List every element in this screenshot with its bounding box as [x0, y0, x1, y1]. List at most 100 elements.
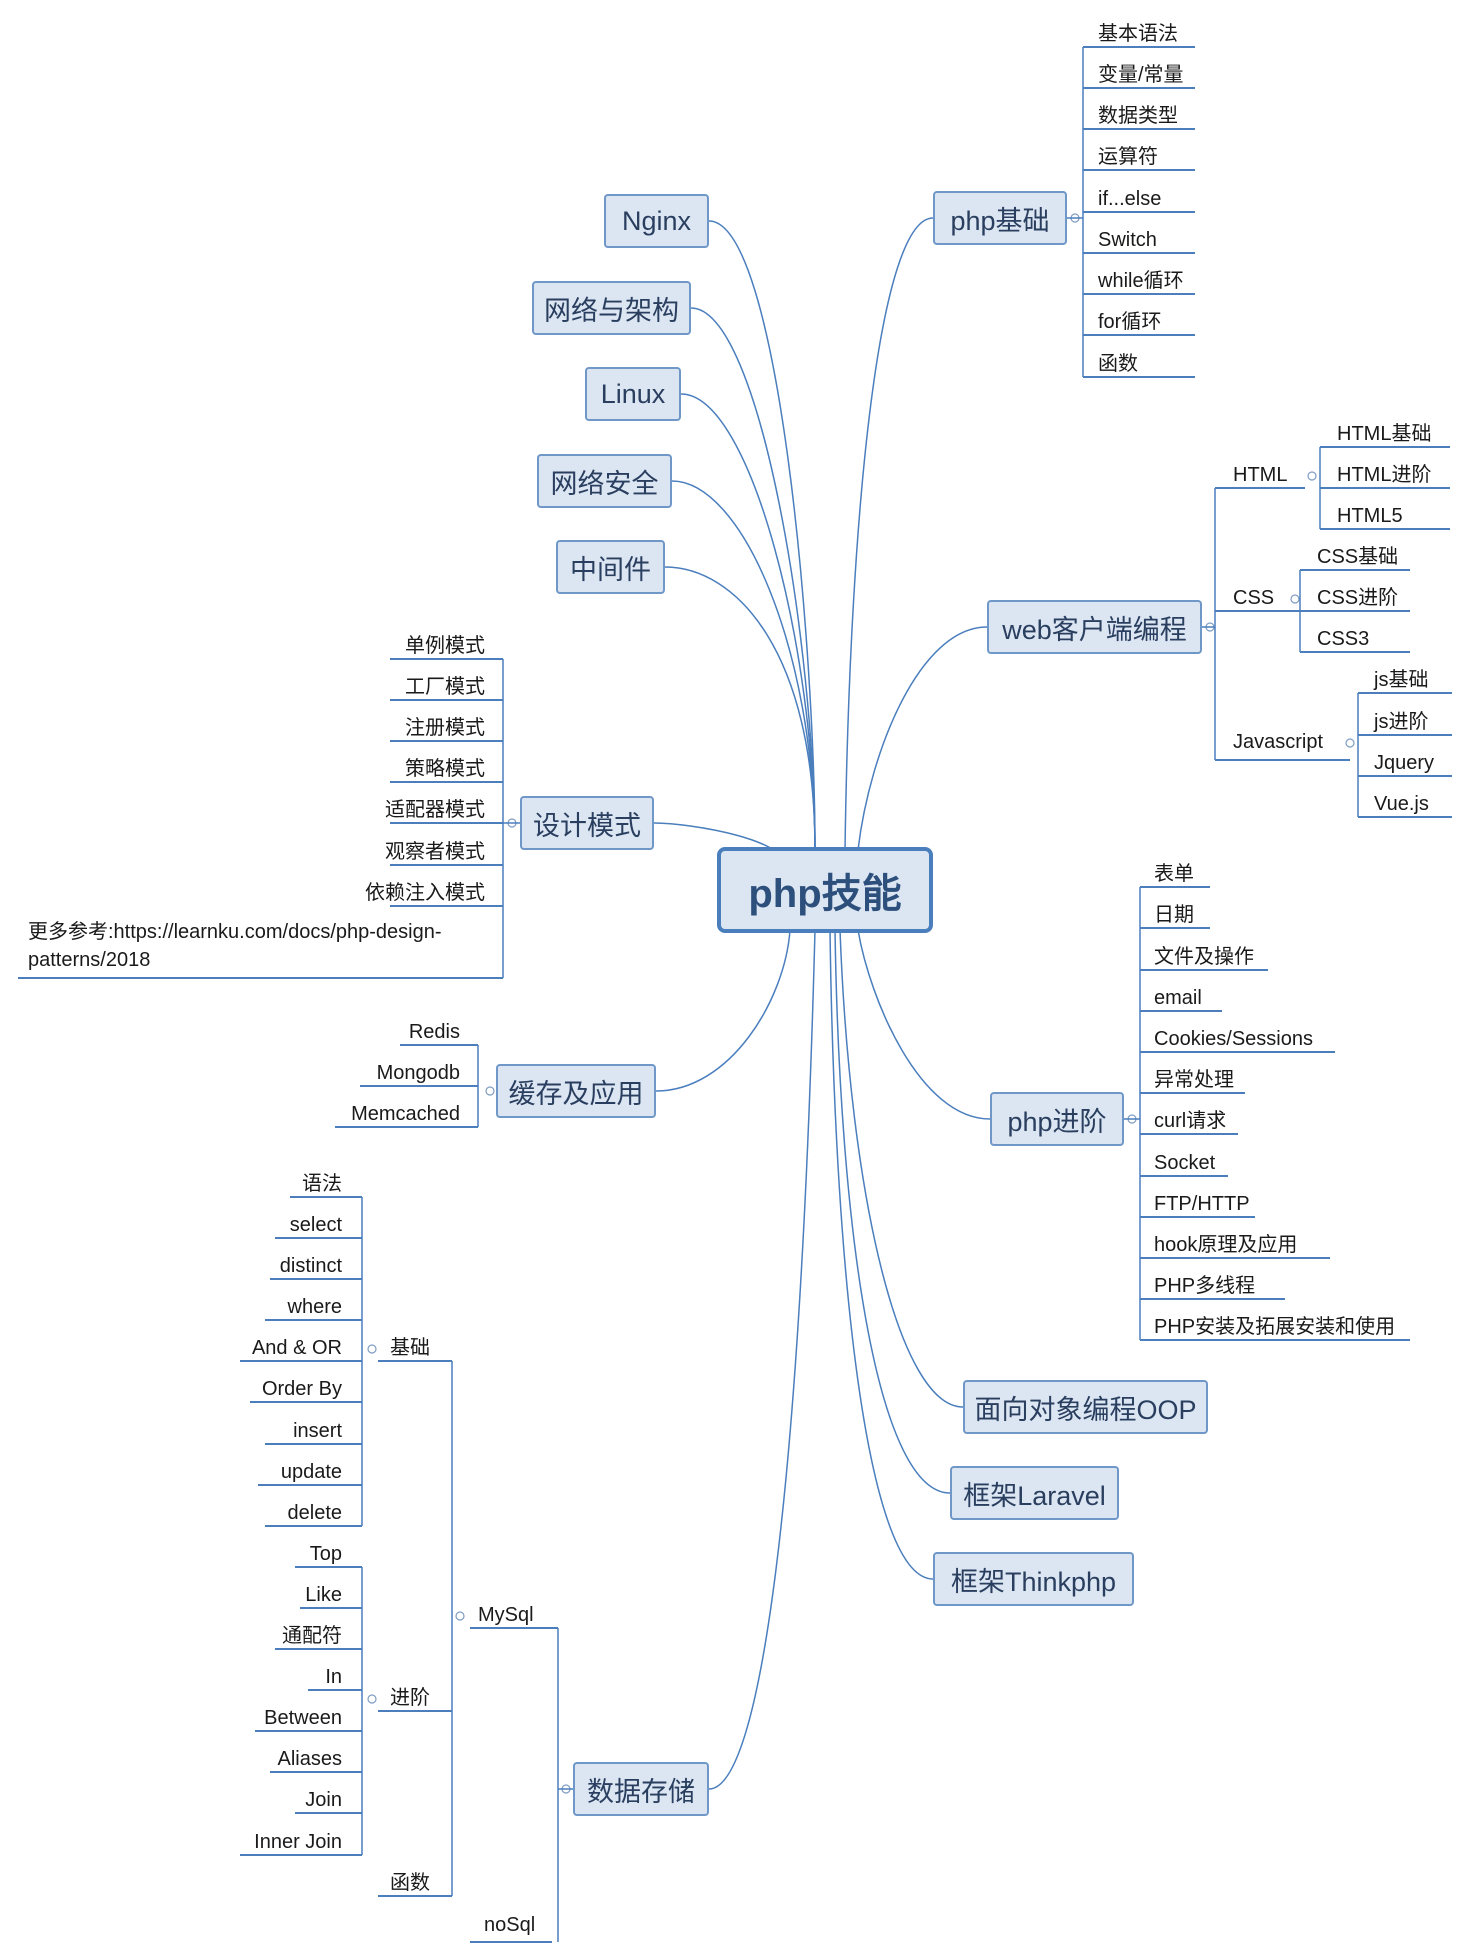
collapse-knob: [1307, 471, 1317, 481]
topic-php-advanced[interactable]: php进阶: [990, 1092, 1124, 1146]
list-item[interactable]: CSS进阶: [1317, 587, 1399, 609]
list-item[interactable]: Socket: [1154, 1152, 1216, 1174]
collapse-knob: [367, 1694, 377, 1704]
list-item[interactable]: email: [1154, 987, 1202, 1009]
list-item[interactable]: CSS基础: [1317, 546, 1399, 568]
list-item[interactable]: 基本语法: [1098, 23, 1178, 45]
list-item[interactable]: select: [289, 1214, 342, 1236]
list-item[interactable]: Mongodb: [376, 1062, 460, 1084]
list-item[interactable]: 适配器模式: [385, 799, 485, 821]
list-item[interactable]: Order By: [261, 1378, 342, 1400]
list-item[interactable]: Jquery: [1374, 752, 1435, 774]
topic-thinkphp[interactable]: 框架Thinkphp: [933, 1552, 1134, 1606]
list-item[interactable]: 日期: [1154, 904, 1194, 926]
connector-curve: [664, 566, 816, 851]
list-item[interactable]: CSS3: [1317, 628, 1370, 650]
collapse-knob: [367, 1344, 377, 1354]
connector-curve: [857, 626, 988, 851]
list-item[interactable]: while循环: [1098, 270, 1184, 292]
branch-mysql[interactable]: MySql: [478, 1604, 534, 1626]
list-item[interactable]: In: [325, 1666, 342, 1688]
list-item[interactable]: for循环: [1098, 311, 1162, 333]
list-item[interactable]: Like: [305, 1584, 342, 1606]
list-item[interactable]: 依赖注入模式: [365, 882, 485, 904]
topic-web-client[interactable]: web客户端编程: [987, 600, 1202, 654]
list-item[interactable]: 工厂模式: [405, 676, 485, 698]
list-item[interactable]: delete: [287, 1502, 343, 1524]
connector-curve: [839, 929, 964, 1408]
topic-cache[interactable]: 缓存及应用: [496, 1064, 656, 1118]
branch-mysql-advanced[interactable]: 进阶: [390, 1687, 430, 1709]
topic-php-basics[interactable]: php基础: [933, 191, 1067, 245]
list-item[interactable]: where: [287, 1296, 342, 1318]
list-item[interactable]: And & OR: [251, 1337, 342, 1359]
list-item[interactable]: curl请求: [1154, 1110, 1227, 1132]
list-item[interactable]: HTML基础: [1337, 423, 1432, 445]
topic-network-security[interactable]: 网络安全: [537, 454, 672, 508]
list-item[interactable]: 函数: [1098, 353, 1138, 375]
topic-linux[interactable]: Linux: [585, 367, 681, 421]
branch-mysql-functions[interactable]: 函数: [390, 1872, 430, 1894]
root-topic[interactable]: php技能: [717, 847, 933, 933]
collapse-knob: [1070, 213, 1080, 223]
branch-html[interactable]: HTML: [1233, 464, 1288, 486]
connector-curve: [844, 217, 934, 851]
list-item[interactable]: 注册模式: [405, 717, 485, 739]
topic-laravel[interactable]: 框架Laravel: [950, 1466, 1119, 1520]
design-patterns-note[interactable]: 更多参考:https://learnku.com/docs/php-design…: [28, 921, 442, 971]
list-item[interactable]: Top: [309, 1543, 342, 1565]
list-item[interactable]: if...else: [1098, 188, 1162, 210]
list-item[interactable]: js基础: [1374, 669, 1429, 691]
list-item[interactable]: 运算符: [1098, 146, 1158, 168]
list-item[interactable]: update: [280, 1461, 342, 1483]
list-item[interactable]: 表单: [1154, 863, 1194, 885]
connector-curve: [690, 307, 816, 851]
list-item[interactable]: HTML进阶: [1337, 464, 1432, 486]
list-item[interactable]: Cookies/Sessions: [1154, 1028, 1313, 1050]
list-item[interactable]: HTML5: [1337, 505, 1403, 527]
list-item[interactable]: 单例模式: [405, 635, 485, 657]
list-item[interactable]: 变量/常量: [1098, 64, 1184, 86]
list-item[interactable]: Between: [264, 1707, 342, 1729]
topic-data-storage[interactable]: 数据存储: [573, 1762, 709, 1816]
list-item[interactable]: insert: [293, 1420, 342, 1442]
list-item[interactable]: Join: [305, 1789, 342, 1811]
connector-curve: [680, 393, 816, 851]
connector-curve: [857, 929, 991, 1120]
list-item[interactable]: 观察者模式: [385, 841, 485, 863]
list-item[interactable]: PHP安装及拓展安装和使用: [1154, 1316, 1396, 1338]
connector-curve: [829, 929, 934, 1580]
list-item[interactable]: distinct: [279, 1255, 342, 1277]
list-item[interactable]: Switch: [1098, 229, 1157, 251]
topic-design-patterns[interactable]: 设计模式: [520, 796, 654, 850]
list-item[interactable]: 策略模式: [405, 758, 485, 780]
topic-network-arch[interactable]: 网络与架构: [532, 281, 691, 335]
list-item[interactable]: Redis: [408, 1021, 460, 1043]
list-item[interactable]: hook原理及应用: [1154, 1234, 1298, 1256]
connector-curve: [834, 929, 951, 1494]
list-item[interactable]: Vue.js: [1374, 793, 1429, 815]
list-item[interactable]: 语法: [302, 1173, 342, 1195]
collapse-knob: [1345, 738, 1355, 748]
branch-css[interactable]: CSS: [1233, 587, 1275, 609]
list-item[interactable]: PHP多线程: [1154, 1275, 1256, 1297]
list-item[interactable]: 文件及操作: [1154, 946, 1254, 968]
list-item[interactable]: 通配符: [282, 1625, 342, 1647]
list-item[interactable]: Inner Join: [254, 1831, 342, 1853]
branch-nosql[interactable]: noSql: [484, 1914, 536, 1936]
list-item[interactable]: FTP/HTTP: [1154, 1193, 1250, 1215]
list-item[interactable]: 异常处理: [1154, 1069, 1234, 1091]
topic-nginx[interactable]: Nginx: [604, 194, 709, 248]
list-item[interactable]: Memcached: [351, 1103, 460, 1125]
list-item[interactable]: js进阶: [1374, 711, 1429, 733]
topic-middleware[interactable]: 中间件: [556, 540, 665, 594]
list-item[interactable]: Aliases: [277, 1748, 342, 1770]
collapse-knob: [561, 1784, 571, 1794]
list-item[interactable]: 数据类型: [1098, 105, 1178, 127]
collapse-knob: [1290, 594, 1300, 604]
topic-oop[interactable]: 面向对象编程OOP: [963, 1380, 1208, 1434]
branch-mysql-basics[interactable]: 基础: [390, 1337, 430, 1359]
connector-curve: [708, 220, 816, 851]
branch-javascript[interactable]: Javascript: [1233, 731, 1324, 753]
